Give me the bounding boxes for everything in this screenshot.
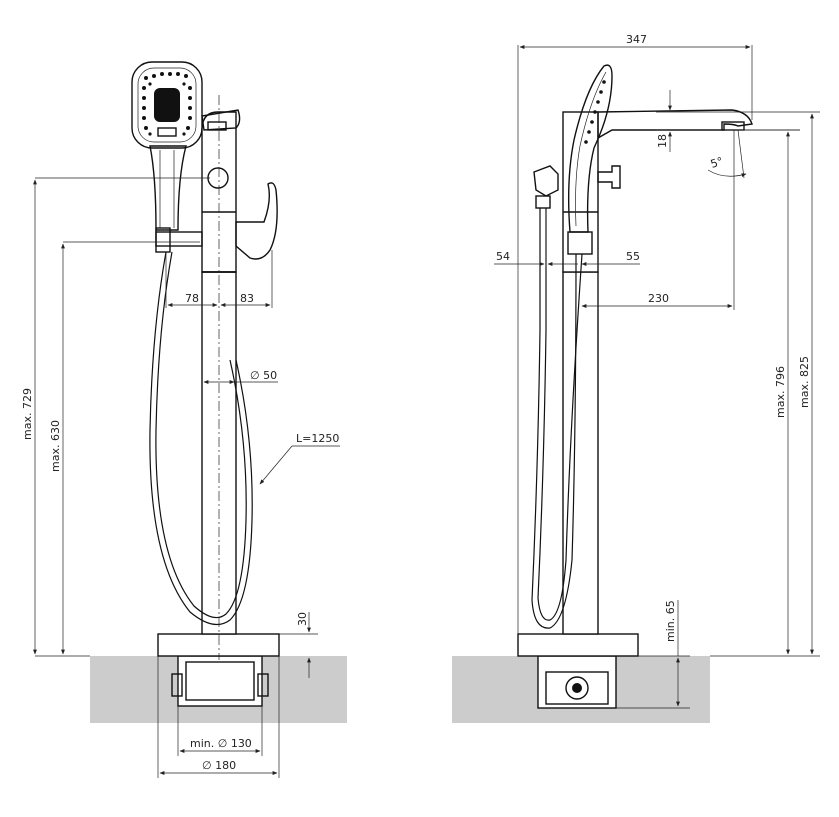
shower-bracket xyxy=(155,227,171,253)
shower-holder-front xyxy=(155,231,203,247)
shower-holder-side xyxy=(567,231,593,255)
label-height-825: max. 825 xyxy=(798,356,811,408)
base-plate-side xyxy=(517,633,639,657)
connector-ring xyxy=(565,676,589,700)
label-height-729: max. 729 xyxy=(21,388,34,440)
label-hose-length: L=1250 xyxy=(296,432,339,445)
label-reach-230: 230 xyxy=(648,292,669,305)
column-side xyxy=(562,271,599,635)
label-base-height: 30 xyxy=(296,612,309,626)
label-base-diameter: ∅ 180 xyxy=(202,759,236,772)
label-54: 54 xyxy=(496,250,510,263)
installation-box-front xyxy=(177,655,263,707)
installation-box-side xyxy=(537,655,617,709)
box-lug-right xyxy=(257,673,269,697)
angle-arc xyxy=(707,169,747,178)
box-inner-front xyxy=(185,661,255,701)
shower-hose-front xyxy=(149,251,253,626)
shower-nozzles-front xyxy=(142,72,192,136)
label-height-796: max. 796 xyxy=(774,366,787,418)
angle-line xyxy=(737,129,745,179)
label-83: 83 xyxy=(240,292,254,305)
elbow-valve xyxy=(533,165,559,197)
label-pipe-min: min. ∅ 130 xyxy=(190,737,252,750)
shower-button xyxy=(157,127,177,137)
spout-top-front xyxy=(201,109,241,131)
side-view: 347 18 5° 54 55 230 max. 796 max. 825 mi… xyxy=(452,33,820,723)
diverter-knob xyxy=(207,167,229,189)
shower-head-inner xyxy=(137,67,197,143)
shower-hose-side xyxy=(531,208,577,629)
label-depth-min: min. 65 xyxy=(664,600,677,642)
box-lug-left xyxy=(171,673,183,697)
aerator-front xyxy=(207,121,227,131)
label-spout-angle: 5° xyxy=(709,155,725,171)
hand-shower-handle-front xyxy=(149,145,187,231)
front-view: 78 83 ∅ 50 L=1250 30 max. 729 max. 630 m… xyxy=(21,61,347,778)
shower-head-front xyxy=(131,61,203,149)
elbow-nut xyxy=(535,195,551,209)
shower-side-nozzles xyxy=(584,80,606,144)
label-body-diameter: ∅ 50 xyxy=(250,369,277,382)
spout-side xyxy=(597,109,753,140)
shower-handle-detail xyxy=(159,150,175,228)
shower-side-detail xyxy=(575,71,607,227)
label-spout-thickness: 18 xyxy=(656,134,669,148)
shower-head-center xyxy=(154,88,180,122)
label-height-630: max. 630 xyxy=(49,420,62,472)
lever-handle-side xyxy=(597,165,621,189)
label-overall-width: 347 xyxy=(626,33,647,46)
label-55: 55 xyxy=(626,250,640,263)
connector-core xyxy=(572,683,582,693)
base-plate-front xyxy=(157,633,280,657)
leader-hose xyxy=(259,445,293,485)
label-78: 78 xyxy=(185,292,199,305)
lever-handle-front xyxy=(235,182,278,260)
box-inner-side xyxy=(545,671,609,705)
column-front xyxy=(201,271,237,635)
hand-shower-side xyxy=(567,64,613,233)
